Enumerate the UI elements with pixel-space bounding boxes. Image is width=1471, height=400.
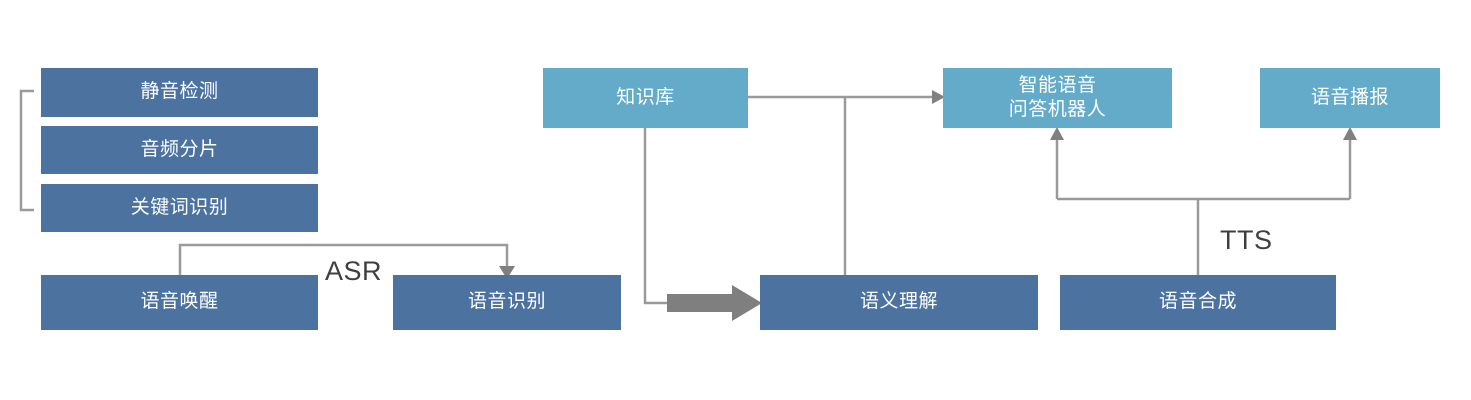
edge-label-tts: TTS [1220, 225, 1273, 255]
node-audio-segmentation-label: 音频分片 [140, 138, 219, 160]
node-keyword-recognition-label: 关键词识别 [130, 196, 229, 218]
node-keyword-recognition[interactable]: 关键词识别 [41, 184, 318, 232]
node-speech-recognition[interactable]: 语音识别 [393, 275, 621, 330]
node-voice-broadcast[interactable]: 语音播报 [1260, 68, 1440, 128]
node-voice-broadcast-label: 语音播报 [1310, 86, 1389, 108]
node-speech-synthesis-label: 语音合成 [1158, 291, 1237, 313]
node-speech-recognition-label: 语音识别 [467, 291, 546, 313]
node-voice-wakeup[interactable]: 语音唤醒 [41, 275, 318, 330]
node-knowledge-base[interactable]: 知识库 [543, 68, 748, 128]
node-qa-robot[interactable]: 智能语音 问答机器人 [943, 68, 1172, 128]
edge-kb-to-robot-arrowhead [932, 90, 945, 104]
edge-tts-to-broadcast-arrowhead [1343, 127, 1357, 140]
node-silence-detection[interactable]: 静音检测 [41, 68, 318, 117]
edge-wakeup-to-asr [178, 243, 509, 275]
edge-label-asr: ASR [325, 256, 383, 286]
node-silence-detection-label: 静音检测 [140, 81, 219, 103]
node-semantic-understanding-label: 语义理解 [859, 291, 938, 313]
left-group-bracket [19, 89, 34, 212]
edge-kb-down-to-nlu [643, 128, 670, 305]
node-speech-synthesis[interactable]: 语音合成 [1060, 275, 1336, 330]
node-qa-robot-label-line2: 问答机器人 [1008, 99, 1107, 120]
thick-arrow-to-nlu [667, 285, 762, 321]
node-semantic-understanding[interactable]: 语义理解 [760, 275, 1038, 330]
node-knowledge-base-label: 知识库 [616, 86, 675, 108]
edge-tts-to-robot-arrowhead [1050, 127, 1064, 140]
node-qa-robot-label-block: 智能语音 问答机器人 [1009, 74, 1107, 123]
node-voice-wakeup-label: 语音唤醒 [140, 291, 219, 313]
edge-wakeup-to-asr-arrowhead [499, 266, 515, 279]
node-audio-segmentation[interactable]: 音频分片 [41, 126, 318, 174]
node-qa-robot-label-line1: 智能语音 [1018, 74, 1097, 96]
